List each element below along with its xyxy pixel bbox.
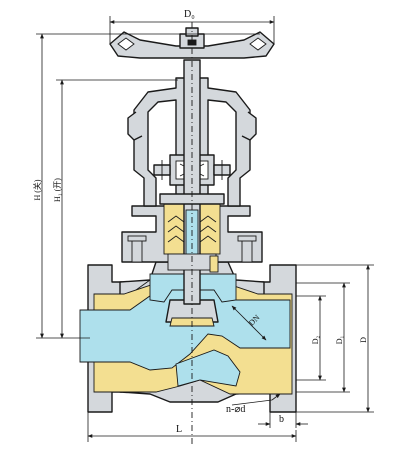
dimension-lines bbox=[36, 16, 374, 442]
label-h1: H₁ (开) bbox=[53, 178, 62, 202]
label-h: H (关) bbox=[32, 179, 42, 200]
label-bolt-holes: n-⌀d bbox=[226, 404, 245, 415]
label-d1: D₁ bbox=[335, 336, 344, 345]
label-l: L bbox=[176, 424, 182, 435]
label-d: D bbox=[359, 337, 368, 343]
label-d2: D₂ bbox=[311, 336, 320, 345]
label-d0: D₀ bbox=[184, 9, 195, 20]
label-b: b bbox=[279, 414, 284, 425]
